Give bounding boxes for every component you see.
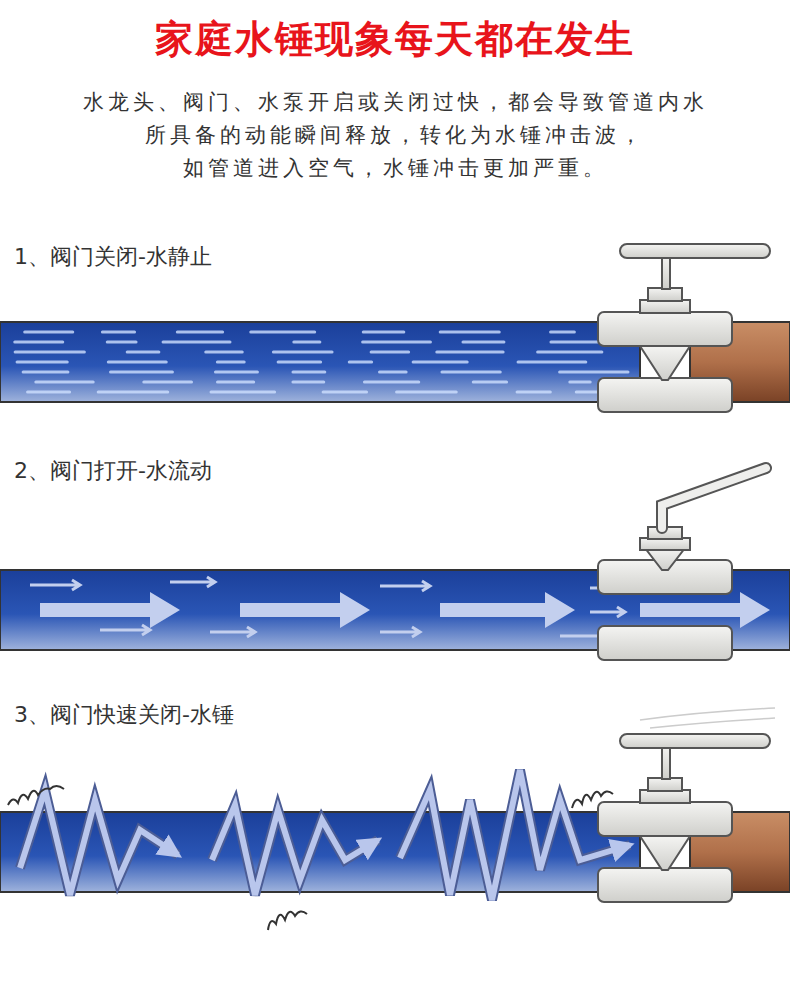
path-shape bbox=[645, 548, 685, 570]
line-shape bbox=[25, 331, 73, 334]
line-shape bbox=[107, 341, 136, 344]
line-shape bbox=[108, 361, 166, 364]
line-shape bbox=[551, 341, 605, 344]
path-shape bbox=[662, 468, 766, 528]
line-shape bbox=[397, 391, 457, 394]
rect-shape bbox=[662, 745, 670, 779]
line-shape bbox=[323, 391, 366, 394]
path-shape bbox=[380, 627, 420, 637]
path-shape bbox=[440, 592, 575, 628]
line-shape bbox=[363, 331, 404, 334]
g-shape bbox=[20, 770, 630, 900]
intro-note: 水龙头、阀门、水泵开启或关闭过快，都会导致管道内水 所具备的动能瞬间释放，转化为… bbox=[65, 86, 725, 185]
line-shape bbox=[517, 391, 550, 394]
pipe-flowing bbox=[0, 468, 790, 660]
rect-shape bbox=[620, 244, 770, 258]
path-shape bbox=[572, 791, 613, 808]
diagram-title: 家庭水锤现象每天都在发生 bbox=[0, 14, 790, 65]
line-shape bbox=[294, 341, 320, 344]
panel-label: 1、阀门关闭-水静止 bbox=[10, 242, 216, 272]
line-shape bbox=[102, 331, 134, 334]
g-shape bbox=[8, 786, 613, 930]
polyline-shape bbox=[212, 805, 378, 895]
path-shape bbox=[662, 468, 766, 528]
line-shape bbox=[371, 351, 409, 354]
line-shape bbox=[278, 361, 321, 364]
rect-shape bbox=[598, 626, 732, 660]
line-shape bbox=[518, 361, 586, 364]
line-shape bbox=[163, 341, 230, 344]
line-shape bbox=[28, 391, 70, 394]
line-shape bbox=[206, 351, 243, 354]
line-shape bbox=[144, 381, 192, 384]
g-shape bbox=[20, 770, 630, 900]
path-shape bbox=[8, 786, 64, 805]
path-shape bbox=[30, 580, 80, 590]
rect-shape bbox=[662, 255, 670, 289]
line-shape bbox=[110, 371, 172, 374]
line-shape bbox=[349, 361, 371, 364]
line-shape bbox=[463, 341, 504, 344]
line-shape bbox=[442, 371, 500, 374]
line-shape bbox=[217, 381, 253, 384]
polyline-shape bbox=[212, 805, 378, 895]
line-shape bbox=[177, 331, 222, 334]
panel-label: 3、阀门快速关闭-水锤 bbox=[10, 700, 238, 730]
g-shape bbox=[15, 332, 630, 392]
line-shape bbox=[560, 371, 628, 374]
line-shape bbox=[211, 391, 275, 394]
line-shape bbox=[364, 381, 418, 384]
line-shape bbox=[363, 341, 431, 344]
line-shape bbox=[127, 351, 159, 354]
line-shape bbox=[15, 341, 63, 344]
path-shape bbox=[590, 607, 625, 617]
line-shape bbox=[15, 351, 84, 354]
line-shape bbox=[380, 371, 407, 374]
rect-shape bbox=[0, 322, 640, 402]
path-shape bbox=[380, 581, 430, 591]
line-shape bbox=[293, 371, 325, 374]
g-shape bbox=[598, 527, 732, 660]
line-shape bbox=[217, 361, 244, 364]
line-shape bbox=[273, 351, 332, 354]
line-shape bbox=[413, 361, 467, 364]
line-shape bbox=[17, 361, 67, 364]
use-shape bbox=[598, 778, 732, 902]
path-shape bbox=[100, 625, 150, 635]
polyline-shape bbox=[400, 770, 630, 900]
line-shape bbox=[538, 351, 602, 354]
polyline-shape bbox=[20, 790, 178, 895]
path-shape bbox=[640, 592, 770, 628]
line-shape bbox=[437, 351, 503, 354]
line-shape bbox=[215, 371, 257, 374]
line-shape bbox=[251, 331, 315, 334]
rect-shape bbox=[620, 734, 770, 748]
path-shape bbox=[240, 592, 370, 628]
line-shape bbox=[551, 331, 575, 334]
panel-label: 2、阀门打开-水流动 bbox=[10, 456, 216, 486]
line-shape bbox=[23, 371, 68, 374]
line-shape bbox=[570, 381, 590, 384]
path-shape bbox=[210, 627, 255, 637]
line-shape bbox=[473, 381, 506, 384]
path-shape bbox=[268, 911, 307, 930]
line-shape bbox=[36, 381, 93, 384]
line-shape bbox=[293, 381, 324, 384]
path-shape bbox=[40, 592, 180, 628]
polyline-shape bbox=[400, 770, 630, 900]
use-shape bbox=[598, 288, 732, 412]
path-shape bbox=[640, 708, 775, 728]
path-shape bbox=[170, 577, 215, 587]
polyline-shape bbox=[20, 790, 178, 895]
line-shape bbox=[98, 391, 168, 394]
pipe-hammer bbox=[0, 708, 790, 930]
line-shape bbox=[440, 331, 499, 334]
